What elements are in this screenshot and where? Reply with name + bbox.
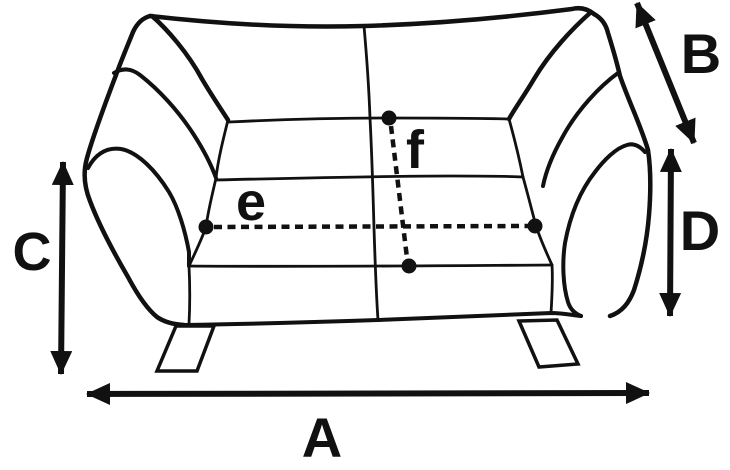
e-right-dot bbox=[527, 218, 543, 234]
sofa-right-seat-seam bbox=[507, 117, 554, 267]
sofa-seat-front-edge bbox=[187, 263, 554, 268]
sofa-bottom-edge bbox=[182, 311, 583, 327]
dimension-label-c: C bbox=[13, 222, 52, 282]
dimension-label-b: B bbox=[681, 22, 721, 85]
dimension-arrow-a bbox=[86, 382, 650, 405]
f-top-dot bbox=[381, 110, 397, 126]
sofa-left-arm-roll-arc bbox=[112, 67, 218, 180]
sofa-illustration bbox=[82, 5, 653, 373]
dimension-dashed-e bbox=[198, 218, 543, 235]
sofa-left-leg bbox=[154, 324, 217, 373]
sofa-right-arm-front-arc bbox=[561, 142, 647, 318]
dimension-arrow-d bbox=[659, 148, 682, 317]
sofa-right-front-corner bbox=[549, 263, 554, 315]
sofa-left-arm-front-arc bbox=[86, 146, 191, 268]
sofa-left-outer-edge bbox=[82, 13, 187, 328]
sofa-right-outer-edge bbox=[591, 11, 653, 319]
sofa-right-back-seam bbox=[506, 10, 593, 122]
sofa-right-arm-roll-arc bbox=[541, 71, 620, 188]
dimension-label-d: D bbox=[680, 199, 720, 262]
f-bottom-dot bbox=[401, 258, 417, 274]
dimension-arrow-b bbox=[634, 1, 697, 145]
dimension-arrow-c bbox=[50, 161, 74, 375]
dimension-label-e: e bbox=[236, 172, 266, 232]
sofa-seat-crease-line bbox=[214, 174, 525, 182]
sofa-left-back-seam bbox=[149, 13, 231, 123]
sofa-left-seat-seam bbox=[187, 118, 230, 268]
dimension-label-f: f bbox=[406, 120, 425, 180]
dimension-dashed-f bbox=[381, 110, 417, 274]
sofa-center-seam bbox=[362, 24, 380, 322]
sofa-left-front-corner bbox=[187, 264, 192, 326]
sofa-back-top-edge bbox=[147, 5, 597, 29]
dimension-label-a: A bbox=[302, 406, 342, 469]
sofa-right-leg bbox=[516, 318, 581, 369]
e-left-dot bbox=[198, 219, 214, 235]
